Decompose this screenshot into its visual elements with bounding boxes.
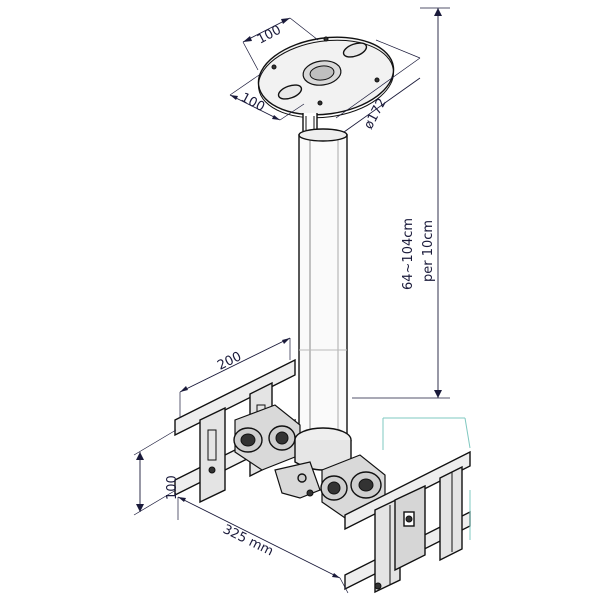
ceiling-plate — [257, 36, 395, 119]
height-range-label: 64~104cm — [401, 218, 416, 290]
right-vesa-bracket — [344, 450, 471, 594]
left-tilt-joint — [233, 404, 301, 471]
guide-lines — [382, 417, 471, 540]
telescopic-pole — [298, 128, 348, 436]
height-step-label: per 10cm — [421, 220, 436, 282]
vesa-horizontal-label: 200 — [215, 349, 244, 373]
plate-width-top-label: 100 — [255, 23, 284, 48]
dim-height: 64~104cm per 10cm — [352, 7, 450, 399]
dim-total-width: 325 mm — [177, 496, 349, 594]
vesa-vertical-label: 100 — [165, 475, 180, 500]
total-width-label: 325 mm — [220, 522, 275, 559]
dim-vesa-vertical: 100 — [133, 429, 180, 516]
dim-plate-width-top: 100 — [242, 17, 319, 71]
